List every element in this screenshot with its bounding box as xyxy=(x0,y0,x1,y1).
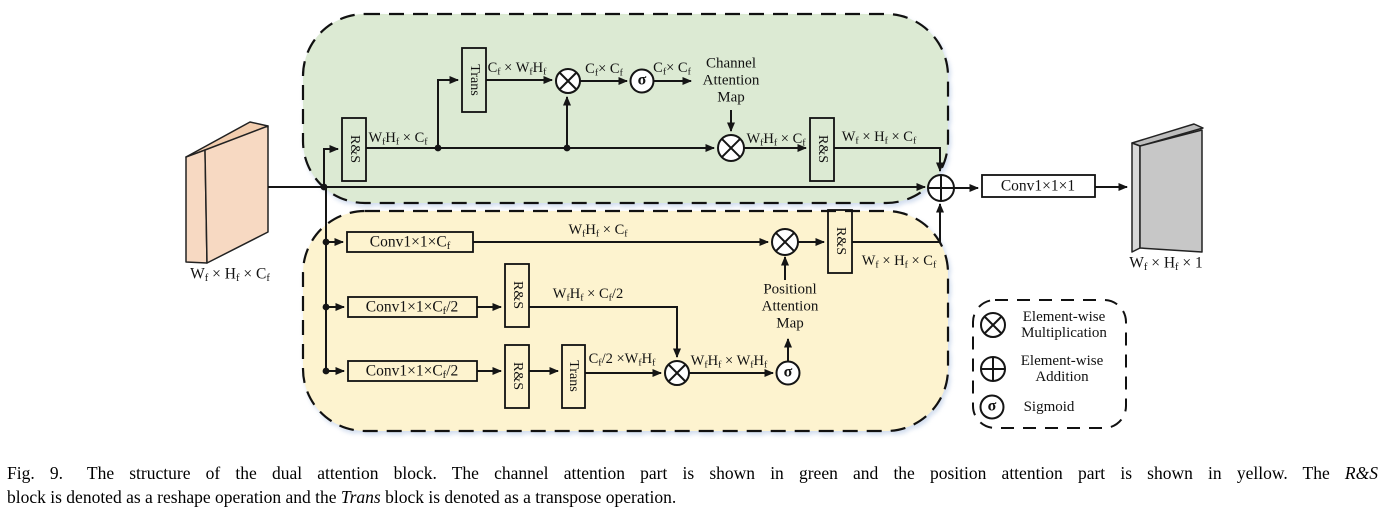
trans1-label: Trans xyxy=(467,64,482,96)
rs-block-channel-1 xyxy=(341,117,367,182)
junction-dots xyxy=(320,144,571,375)
dim-label-rs1-out: WfHf × Cf xyxy=(368,129,428,148)
caption-text: block is denoted as a reshape operation … xyxy=(7,486,337,507)
figure-caption: Fig. 9. The structure of the dual attent… xyxy=(7,462,1378,509)
conv111-label: Conv1×1×1 xyxy=(1000,177,1076,195)
conv-block-1 xyxy=(346,231,474,253)
connector-branch2-to-mul4 xyxy=(529,306,681,358)
trans2-label: Trans xyxy=(566,360,581,392)
rs4-label: R&S xyxy=(510,361,525,391)
junction-dot xyxy=(563,144,571,152)
caption-figure-number: Fig. 9. xyxy=(7,463,64,483)
junction-dot xyxy=(322,367,330,375)
rs5-label: R&S xyxy=(833,226,848,256)
dim-label-rs2-out: Wf × Hf × Cf xyxy=(841,128,917,147)
output-tensor-label: Wf × Hf × 1 xyxy=(1129,254,1203,274)
multiply-icon xyxy=(664,360,690,386)
output-slab-side-face xyxy=(1131,142,1141,253)
diagram-canvas xyxy=(185,12,1204,433)
caption-text: block is denoted as a transpose operatio… xyxy=(385,486,677,507)
sigma-glyph: σ xyxy=(987,397,997,415)
caption-text: The structure of the dual attention bloc… xyxy=(86,463,1330,483)
multiply-icon xyxy=(717,134,745,162)
trans-block-position xyxy=(561,344,586,409)
legend-add-label: Element-wise Addition xyxy=(1020,353,1104,385)
op-boxes xyxy=(341,47,1096,409)
sigma-glyph: σ xyxy=(783,363,793,381)
caption-line-2: block is denoted as a reshape operation … xyxy=(7,486,1378,510)
rs3-label: R&S xyxy=(510,280,525,310)
rs2-label: R&S xyxy=(815,134,830,164)
operator-circles xyxy=(555,68,955,386)
connector-to-trans xyxy=(437,76,459,148)
dim-label-branch2: WfHf × Cf/2 xyxy=(552,285,624,304)
rs-block-position-2 xyxy=(504,344,530,409)
conv-block-2 xyxy=(347,296,478,318)
rs-block-channel-2 xyxy=(809,117,835,182)
legend-add-icon xyxy=(980,356,1006,382)
trans-block-channel xyxy=(461,47,487,113)
channel-attention-map-text: Channel Attention Map xyxy=(702,55,760,106)
connectors xyxy=(268,76,1128,377)
sigmoid-icon xyxy=(775,360,801,386)
input-slab-side-face xyxy=(185,149,208,264)
dim-label-sig-out: Cf× Cf xyxy=(653,59,691,78)
conv-block-3 xyxy=(347,360,478,382)
channel-attention-region xyxy=(301,12,950,205)
output-tensor-slab xyxy=(1131,123,1204,253)
dim-label-trans-out: Cf × WfHf xyxy=(487,59,547,78)
dim-label-mul4-out: WfHf × WfHf xyxy=(690,352,768,371)
connector-rs2-to-add xyxy=(834,147,944,172)
connector-to-rs1 xyxy=(323,145,339,187)
sigmoid-icon xyxy=(629,68,655,94)
dim-label-mul2-out: WfHf × Cf xyxy=(746,130,806,149)
conv3-label: Conv1×1×Cf/2 xyxy=(365,362,459,382)
legend xyxy=(972,299,1127,429)
legend-sigmoid-label: Sigmoid xyxy=(1023,399,1075,415)
dim-label-rs5-out: Wf × Hf × Cf xyxy=(861,252,937,271)
conv1-label: Conv1×1×Cf xyxy=(369,233,451,253)
junction-dot xyxy=(322,303,330,311)
rs-block-position-3 xyxy=(827,209,853,274)
legend-box xyxy=(972,299,1127,429)
rs-block-position-1 xyxy=(504,263,530,328)
output-slab-front-face xyxy=(1139,129,1203,253)
caption-rs-term: R&S xyxy=(1344,463,1378,483)
connector-rs5-to-add xyxy=(852,203,944,243)
position-attention-map-text: Positionl Attention Map xyxy=(761,281,819,332)
dim-label-mul1-out: Cf× Cf xyxy=(585,60,623,79)
dim-label-branch1: WfHf × Cf xyxy=(568,221,628,240)
input-tensor-slab xyxy=(185,121,269,264)
sigma-glyph: σ xyxy=(637,71,647,89)
input-tensor-label: Wf × Hf × Cf xyxy=(190,265,270,285)
multiply-icon xyxy=(771,228,799,256)
multiply-icon xyxy=(555,68,581,94)
caption-line-1: Fig. 9. The structure of the dual attent… xyxy=(7,462,1378,486)
junction-dot xyxy=(434,144,442,152)
add-icon xyxy=(927,174,955,202)
legend-multiply-label: Element-wise Multiplication xyxy=(1021,309,1107,341)
caption-trans-term: Trans xyxy=(340,486,381,507)
junction-dot xyxy=(320,183,328,191)
dim-label-branch3: Cf/2 ×WfHf xyxy=(588,350,656,369)
legend-multiply-icon xyxy=(980,312,1006,338)
legend-sigmoid-icon xyxy=(979,394,1005,420)
junction-dot xyxy=(322,238,330,246)
input-slab-front-face xyxy=(204,125,269,264)
rs1-label: R&S xyxy=(347,134,362,164)
conv2-label: Conv1×1×Cf/2 xyxy=(365,298,459,318)
conv111-block xyxy=(981,174,1096,198)
